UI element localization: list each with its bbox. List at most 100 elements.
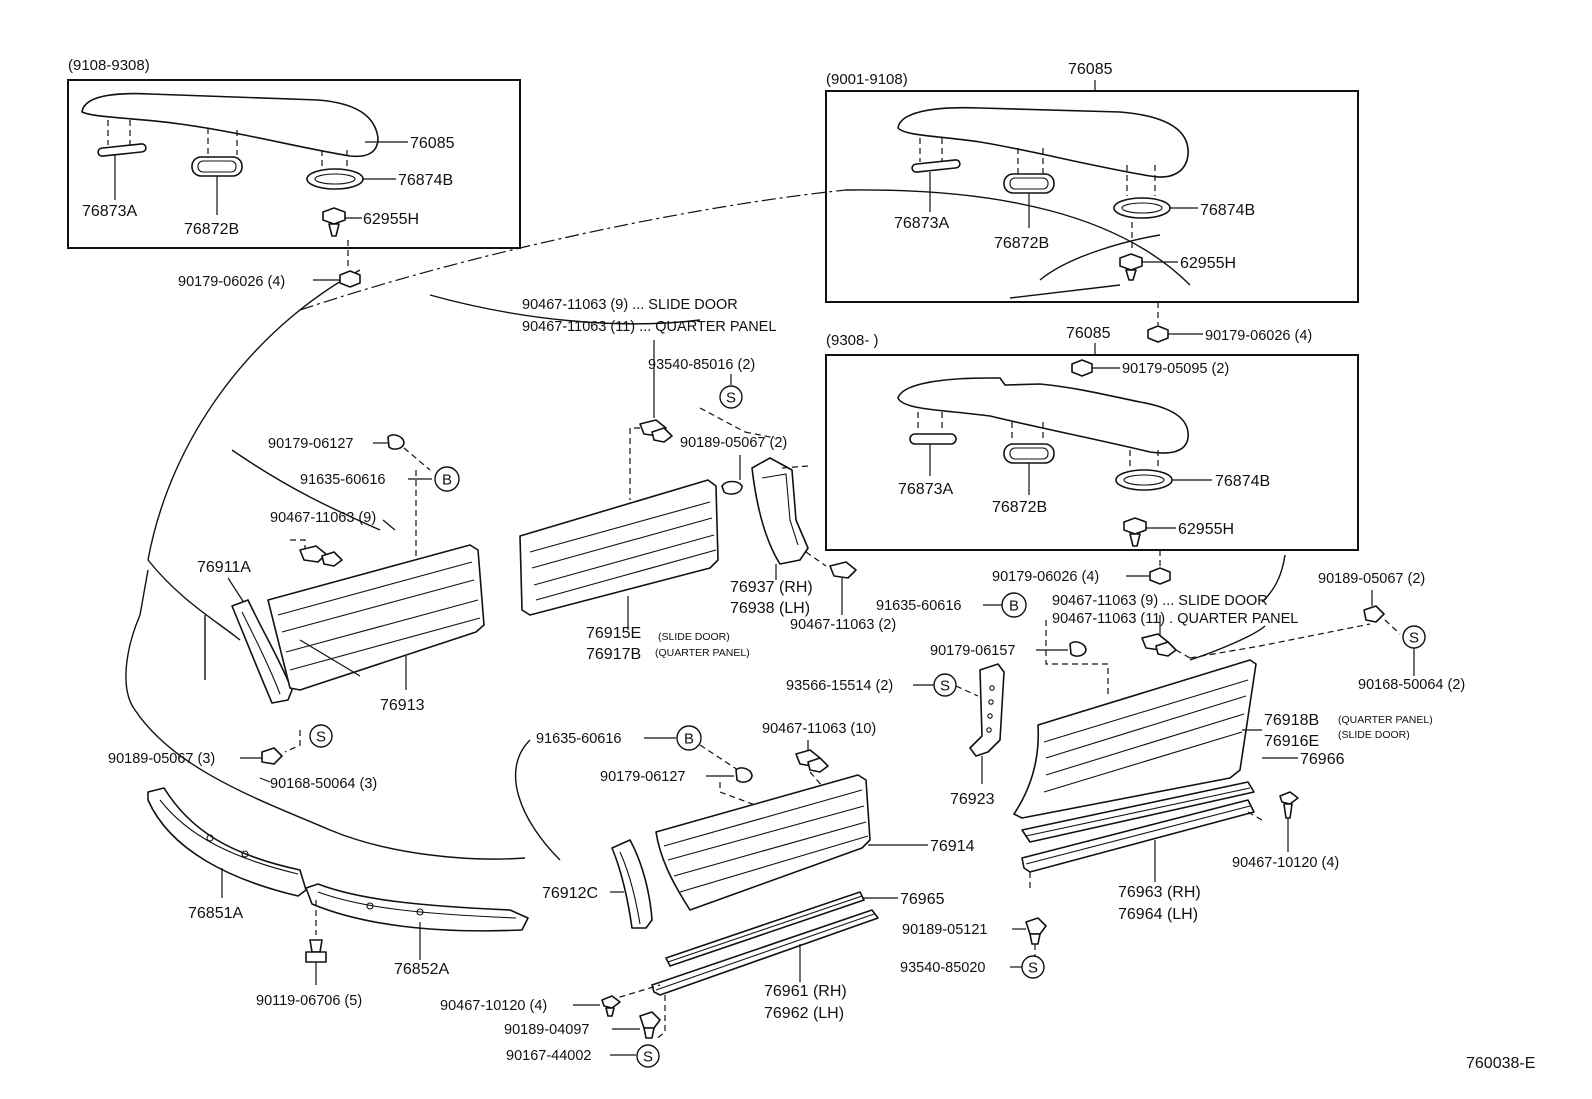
symbol-b — [1001, 592, 1027, 618]
label-76872B: 76872B — [992, 499, 1047, 516]
seal-76872B — [1003, 173, 1055, 194]
label-76965: 76965 — [900, 891, 945, 908]
nut-90179-06026-b: 90179-06026 (4) — [1147, 302, 1312, 344]
rear-rocker-group: 76966 76963 (RH) 76964 (LH) 90467-10120 … — [900, 751, 1345, 979]
symbol-b-text: B — [684, 731, 694, 748]
label-76851A: 76851A — [188, 905, 243, 922]
cap-nut-90179-06127 — [735, 767, 753, 783]
inset-title-76085: 76085 — [1066, 325, 1111, 342]
label-76918B-note: (QUARTER PANEL) — [1338, 714, 1433, 726]
seal-76873A — [909, 433, 957, 445]
label-90179-06026: 90179-06026 (4) — [992, 569, 1099, 585]
inset-title-76085: 76085 — [1068, 61, 1113, 78]
label-76916E: 76916E — [1264, 733, 1319, 750]
label-76873A: 76873A — [894, 215, 949, 232]
symbol-s-text: S — [316, 729, 326, 746]
label-62955H: 62955H — [1180, 255, 1236, 272]
label-90189-05121: 90189-05121 — [902, 922, 987, 938]
seal-76873A — [911, 159, 961, 173]
label-90467-11063-11-quarter-panel: 90467-11063 (11) . QUARTER PANEL — [1052, 611, 1298, 627]
nut-90189-05067 — [1363, 605, 1385, 623]
symbol-s — [1021, 955, 1045, 979]
label-76915E: 76915E — [586, 625, 641, 642]
nut-90179-06026-c: 90179-06026 (4) — [992, 550, 1171, 585]
spoiler-76852A — [305, 883, 529, 932]
label-90467-11063-9: 90467-11063 (9) — [270, 510, 376, 526]
symbol-s-text: S — [1028, 960, 1038, 977]
spoiler-76085 — [897, 106, 1189, 178]
label-90467-10120: 90467-10120 (4) — [1232, 855, 1339, 871]
drawing-code: 760038-E — [1466, 1055, 1535, 1072]
cap-nut-90179-06127 — [387, 434, 405, 450]
label-76874B: 76874B — [1215, 473, 1270, 490]
end-cap-76937 — [751, 457, 809, 565]
inset-9001-9108: 76085 (9001-9108) 76873A 76874B 76872B 6… — [825, 61, 1359, 303]
clip-90467-10120 — [1279, 791, 1299, 805]
label-90189-05067-3: 90189-05067 (3) — [108, 751, 215, 767]
label-90179-06127: 90179-06127 — [268, 436, 353, 452]
nut-90189-05067 — [261, 747, 283, 765]
label-76923: 76923 — [950, 791, 995, 808]
seal-76872B — [1003, 443, 1055, 464]
moulding-76914 — [655, 774, 871, 911]
cap-nut-90179-06157 — [1069, 641, 1087, 657]
seal-76872B — [191, 156, 243, 177]
label-90179-06157: 90179-06157 — [930, 643, 1015, 659]
label-93566-15514: 93566-15514 (2) — [786, 678, 893, 694]
nut-90189-05121 — [1025, 917, 1047, 935]
label-76912C: 76912C — [542, 885, 598, 902]
symbol-s-text: S — [726, 390, 736, 407]
clip-90467-11063-2 — [829, 561, 857, 579]
inset-year-range: (9308- ) — [826, 332, 879, 349]
label-76915E-note: (SLIDE DOOR) — [658, 631, 730, 643]
clip-90467-10120 — [601, 995, 621, 1009]
inset-9108-9308: (9108-9308) 76085 76874B 76873A 76872B 6… — [67, 57, 521, 270]
clip-62955H — [1123, 517, 1147, 535]
symbol-b — [676, 725, 702, 751]
symbol-b-text: B — [1009, 598, 1019, 615]
label-90168-50064-2: 90168-50064 (2) — [1358, 677, 1465, 693]
label-76962: 76962 (LH) — [764, 1005, 844, 1022]
spoiler-76851A — [147, 787, 307, 897]
label-76963: 76963 (RH) — [1118, 884, 1201, 901]
label-76913: 76913 — [380, 697, 425, 714]
label-76873A: 76873A — [82, 203, 137, 220]
label-90467-11063-11-quarter-panel: 90467-11063 (11) ... QUARTER PANEL — [522, 319, 776, 335]
inset-year-range: (9001-9108) — [826, 71, 908, 88]
label-93540-85016: 93540-85016 (2) — [648, 357, 755, 373]
label-91635-60616: 91635-60616 — [876, 598, 961, 614]
label-76874B: 76874B — [1200, 202, 1255, 219]
seal-76873A — [97, 143, 147, 157]
symbol-s-text: S — [1409, 630, 1419, 647]
label-76911A: 76911A — [197, 559, 251, 576]
label-76874B: 76874B — [398, 172, 453, 189]
symbol-s — [636, 1044, 660, 1068]
label-90467-11063-2: 90467-11063 (2) — [790, 617, 896, 633]
label-62955H: 62955H — [1178, 521, 1234, 538]
label-90189-04097: 90189-04097 — [504, 1022, 589, 1038]
rocker-76963 — [1021, 799, 1255, 873]
inset-frame — [825, 90, 1359, 303]
label-90189-05067-2: 90189-05067 (2) — [680, 435, 787, 451]
label-76873A: 76873A — [898, 481, 953, 498]
nut-90179-06026-a: 90179-06026 (4) — [178, 270, 361, 290]
label-76938: 76938 (LH) — [730, 600, 810, 617]
label-93540-85020: 93540-85020 — [900, 960, 985, 976]
label-76916E-note: (SLIDE DOOR) — [1338, 729, 1410, 741]
label-90179-06026: 90179-06026 (4) — [1205, 328, 1312, 344]
label-76872B: 76872B — [184, 221, 239, 238]
inset-year-range: (9108-9308) — [68, 57, 150, 74]
label-91635-60616: 91635-60616 — [300, 472, 385, 488]
label-62955H: 62955H — [363, 211, 419, 228]
front-moulding-group: 90179-06127 91635-60616 B 90467-11063 (9… — [108, 434, 485, 792]
front-door-moulding-group: 91635-60616 B 90179-06127 90467-11063 (1… — [440, 721, 975, 1068]
moulding-76915E — [519, 479, 719, 616]
end-cap-76911A — [231, 599, 293, 704]
label-90467-10120: 90467-10120 (4) — [440, 998, 547, 1014]
label-76914: 76914 — [930, 838, 975, 855]
spoiler-76085 — [897, 377, 1189, 454]
end-cap-76912C — [611, 839, 653, 929]
nut-90189-04097 — [639, 1011, 661, 1029]
label-91635-60616: 91635-60616 — [536, 731, 621, 747]
label-90179-06127: 90179-06127 — [600, 769, 685, 785]
